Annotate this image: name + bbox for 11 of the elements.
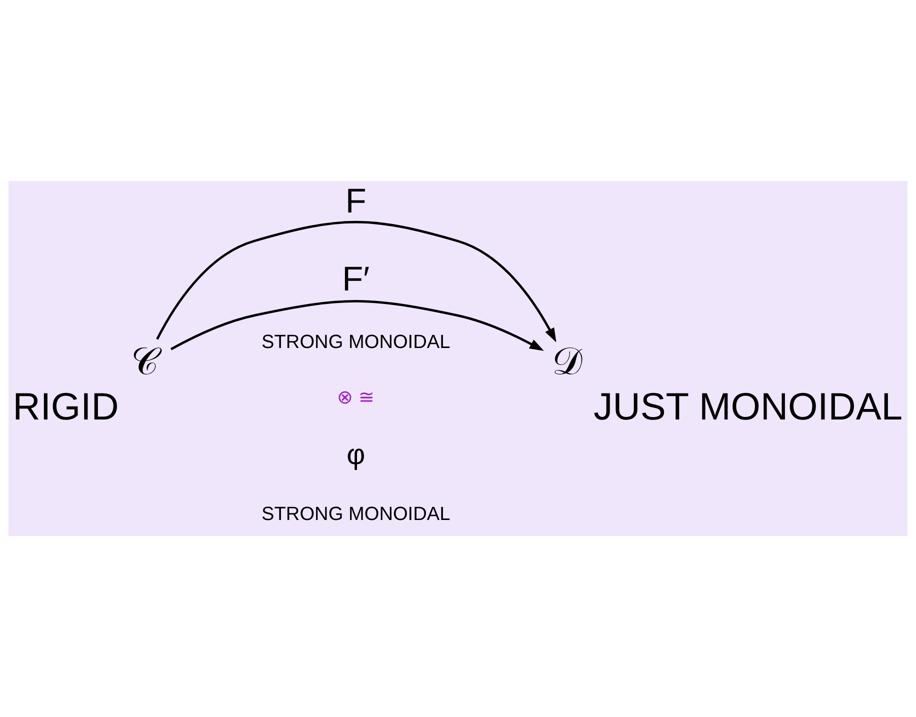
node-label: RIGID <box>12 386 119 429</box>
label: ⊗ ≅ <box>337 387 375 408</box>
edge-label: F′ <box>342 260 370 299</box>
label: STRONG MONOIDAL <box>262 504 450 525</box>
arrow <box>156 220 556 342</box>
label: STRONG MONOIDAL <box>262 332 450 354</box>
node-text: 𝒟 <box>552 340 582 383</box>
edge-label: F <box>345 182 366 220</box>
arrow <box>170 300 544 351</box>
label: φ <box>346 438 366 471</box>
node-label: JUST MONOIDAL <box>594 386 903 429</box>
